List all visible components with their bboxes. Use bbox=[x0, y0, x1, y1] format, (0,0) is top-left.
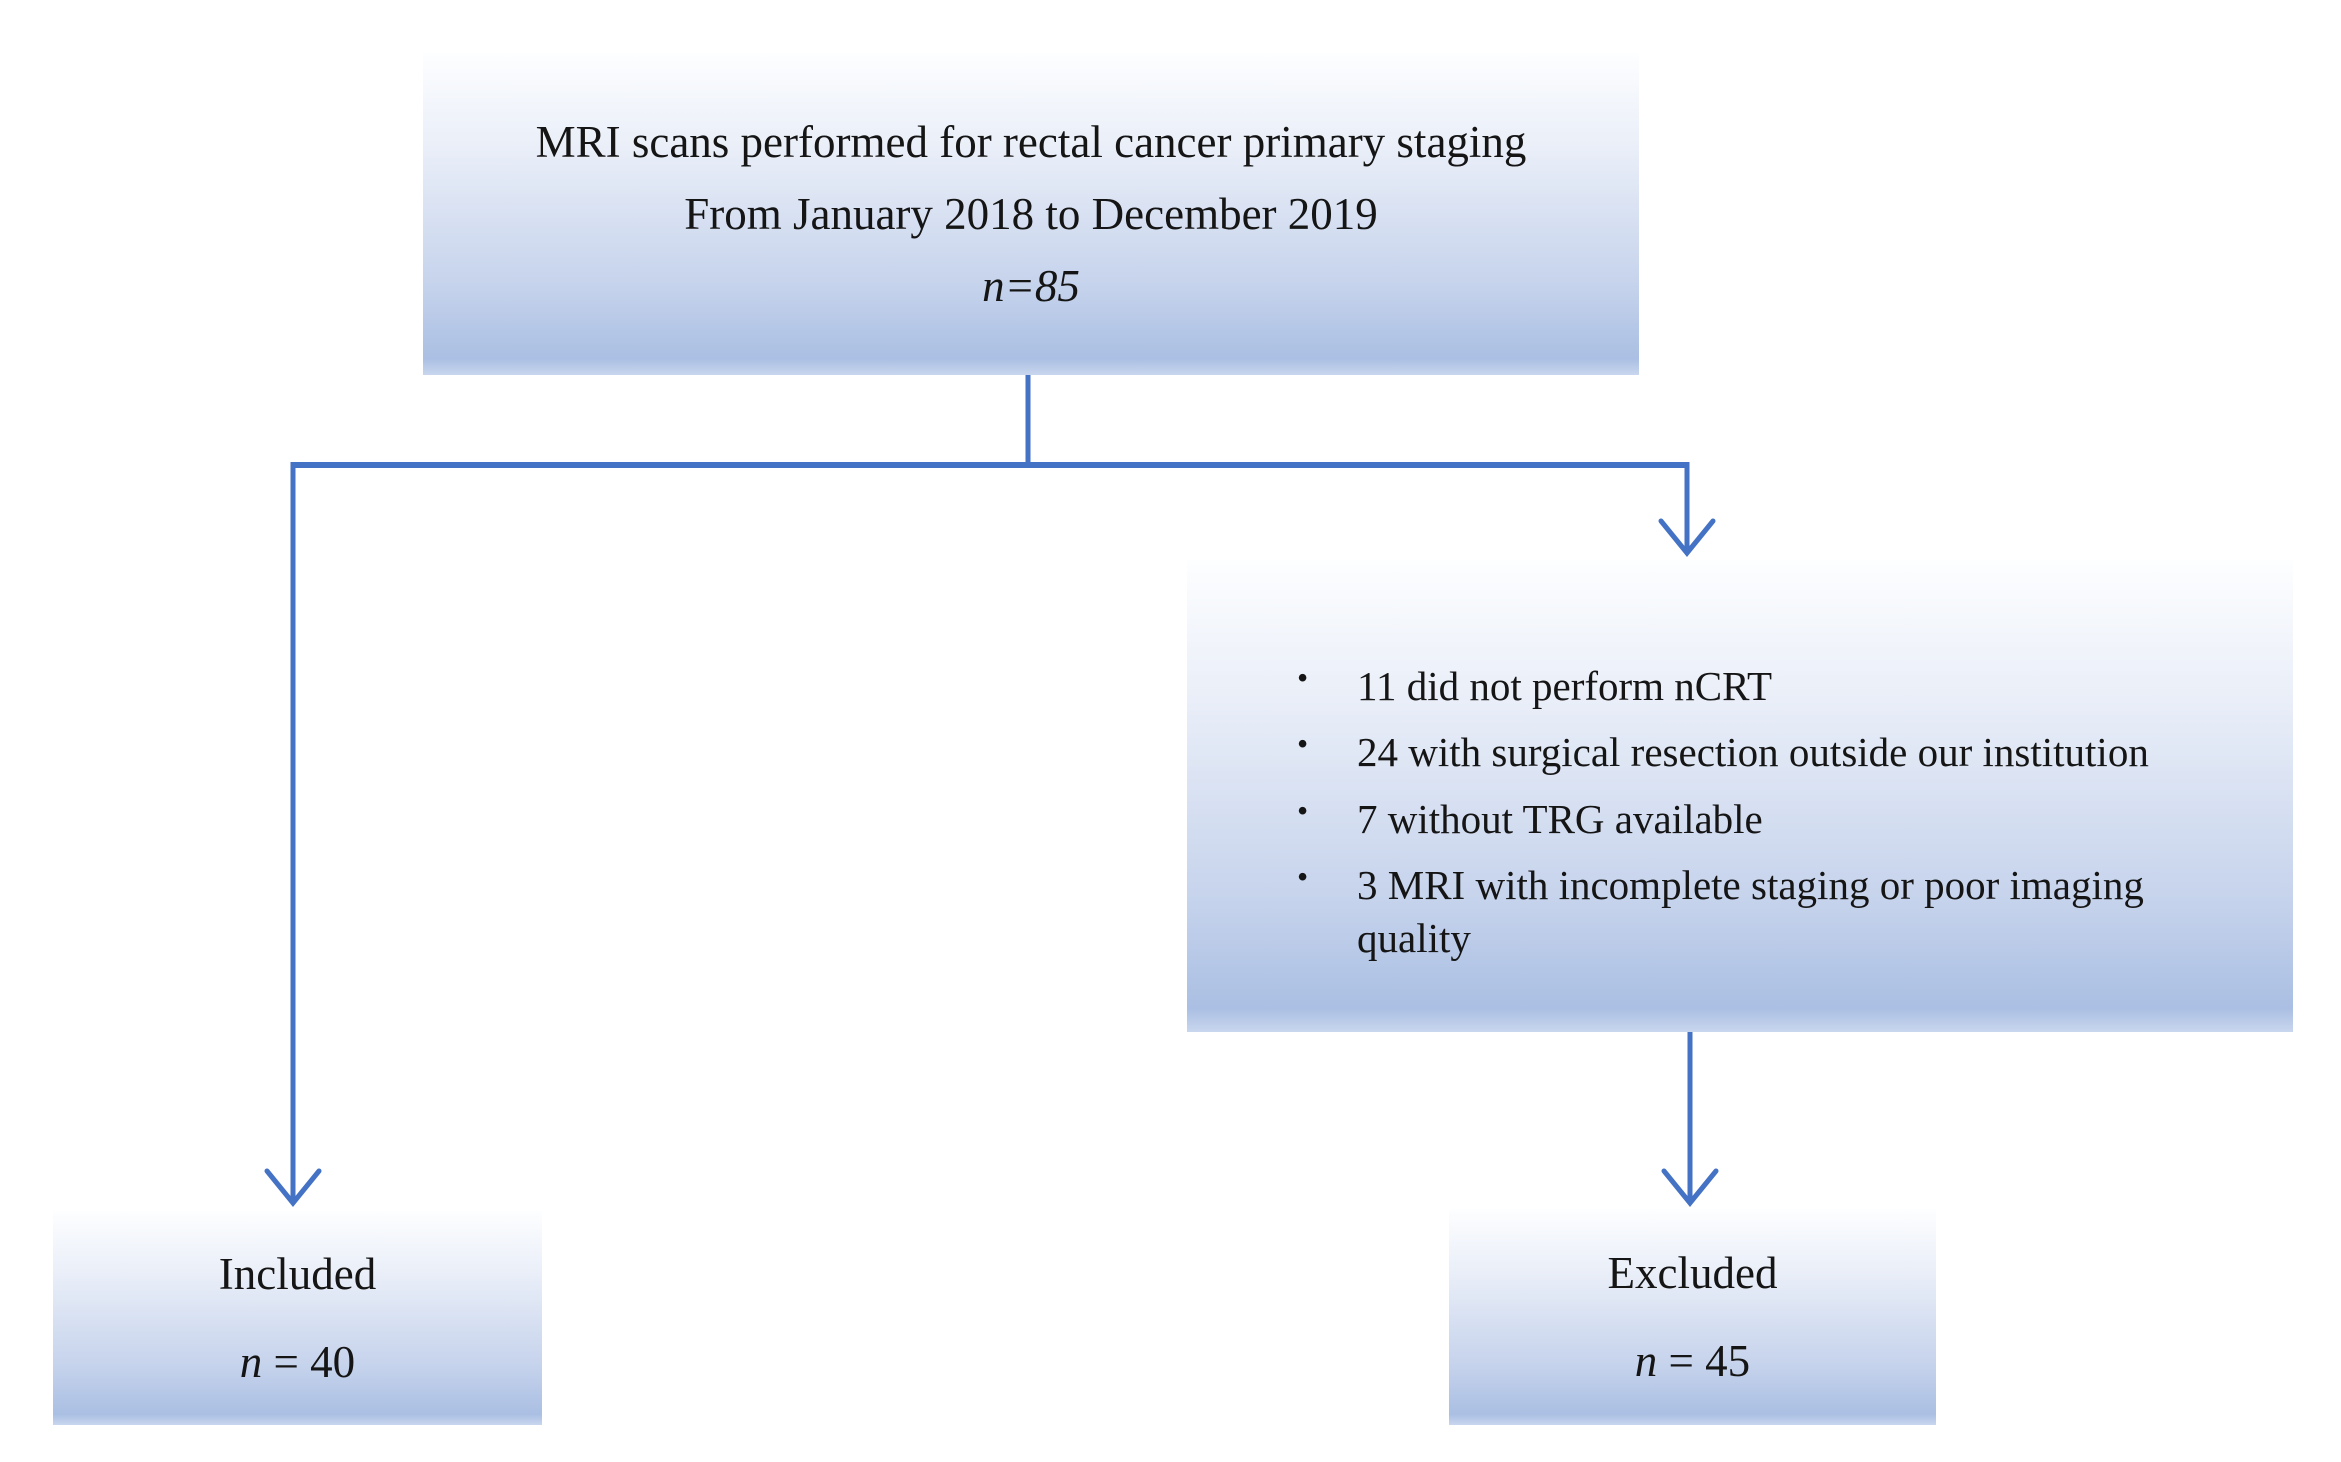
included-n-symbol: n bbox=[239, 1337, 263, 1387]
bullet-icon: • bbox=[1297, 660, 1309, 695]
bullet-icon: • bbox=[1297, 859, 1309, 895]
excluded-n-label: n = 45 bbox=[1635, 1334, 1750, 1388]
exclusion-item: • 3 MRI with incomplete staging or poor … bbox=[1297, 859, 2237, 964]
included-n-label: n = 40 bbox=[240, 1335, 355, 1389]
exclusion-item: • 11 did not perform nCRT bbox=[1297, 660, 2237, 712]
included-box: Included n = 40 bbox=[53, 1211, 542, 1425]
exclusion-item-text: 3 MRI with incomplete staging or poor im… bbox=[1357, 862, 2144, 961]
excluded-box: Excluded n = 45 bbox=[1449, 1209, 1936, 1425]
excluded-arrowhead-icon bbox=[1661, 1168, 1719, 1207]
exclusion-item-text: 24 with surgical resection outside our i… bbox=[1357, 729, 2149, 776]
exclusion-item: • 7 without TRG available bbox=[1297, 793, 2237, 845]
excluded-n-value: = 45 bbox=[1657, 1336, 1751, 1386]
exclusion-item-text: 11 did not perform nCRT bbox=[1357, 663, 1773, 709]
included-n-value: = 40 bbox=[262, 1337, 356, 1387]
included-label: Included bbox=[218, 1249, 377, 1299]
top-box-title-line2: From January 2018 to December 2019 bbox=[684, 188, 1378, 239]
bullet-icon: • bbox=[1297, 726, 1309, 762]
top-box-n-label: n=85 bbox=[982, 261, 1080, 312]
excluded-label: Excluded bbox=[1607, 1248, 1778, 1298]
right-arrowhead-icon bbox=[1658, 518, 1716, 557]
exclusion-reasons-list: • 11 did not perform nCRT • 24 with surg… bbox=[1297, 660, 2293, 964]
top-box: MRI scans performed for rectal cancer pr… bbox=[423, 53, 1639, 375]
exclusion-item-text: 7 without TRG available bbox=[1357, 795, 1763, 842]
left-arrowhead-icon bbox=[264, 1168, 322, 1207]
exclusion-item: • 24 with surgical resection outside our… bbox=[1297, 726, 2237, 778]
top-box-title-line1: MRI scans performed for rectal cancer pr… bbox=[535, 116, 1527, 167]
excluded-n-symbol: n bbox=[1634, 1336, 1658, 1386]
exclusion-reasons-box: • 11 did not perform nCRT • 24 with surg… bbox=[1187, 560, 2293, 1032]
bullet-icon: • bbox=[1297, 792, 1309, 828]
